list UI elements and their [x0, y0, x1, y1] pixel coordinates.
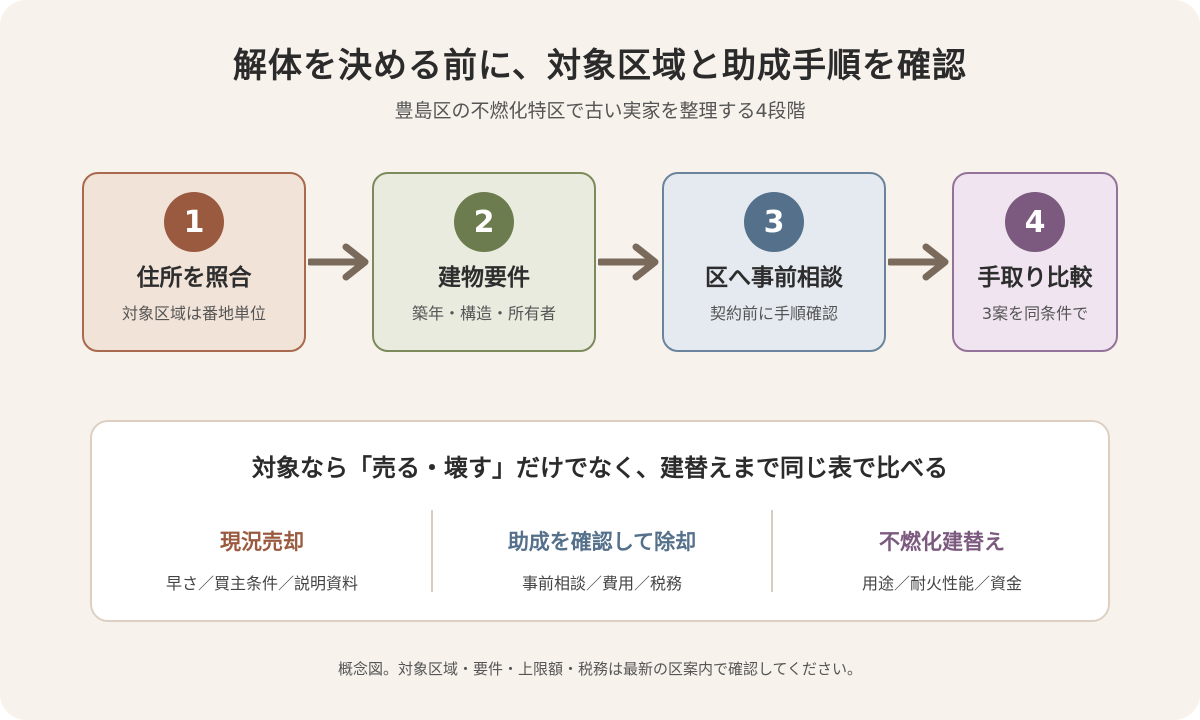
step-title-1: 住所を照合 — [136, 265, 252, 291]
step-subtitle-2: 築年・構造・所有者 — [411, 304, 556, 323]
step-card-4: 4 手取り比較 3案を同条件で — [952, 172, 1118, 352]
step-card-3: 3 区へ事前相談 契約前に手順確認 — [662, 172, 886, 352]
step-number-1: 1 — [164, 192, 224, 252]
option-demolish-with-subsidy: 助成を確認して除却 事前相談／費用／税務 — [432, 526, 772, 594]
column-divider — [771, 510, 773, 592]
arrow-right-icon — [598, 243, 659, 281]
step-number-2: 2 — [454, 192, 514, 252]
step-title-4: 手取り比較 — [977, 265, 1093, 291]
option-detail: 事前相談／費用／税務 — [521, 574, 682, 593]
page-subtitle: 豊島区の不燃化特区で古い実家を整理する4段階 — [394, 100, 806, 122]
step-title-3: 区へ事前相談 — [705, 265, 843, 291]
option-detail: 早さ／買主条件／説明資料 — [165, 574, 358, 593]
option-sell-as-is: 現況売却 早さ／買主条件／説明資料 — [92, 526, 432, 594]
arrow-right-icon — [308, 243, 369, 281]
option-title: 助成を確認して除却 — [507, 530, 697, 554]
panel-title: 対象なら「売る・壊す」だけでなく、建替えまで同じ表で比べる — [252, 454, 948, 482]
comparison-panel: 対象なら「売る・壊す」だけでなく、建替えまで同じ表で比べる 現況売却 早さ／買主… — [90, 420, 1110, 622]
option-detail: 用途／耐火性能／資金 — [861, 574, 1022, 593]
page-title: 解体を決める前に、対象区域と助成手順を確認 — [233, 46, 967, 86]
step-subtitle-4: 3案を同条件で — [981, 304, 1089, 323]
step-card-1: 1 住所を照合 対象区域は番地単位 — [82, 172, 306, 352]
step-number-4: 4 — [1005, 192, 1065, 252]
option-title: 不燃化建替え — [879, 530, 1005, 554]
step-subtitle-3: 契約前に手順確認 — [709, 304, 838, 323]
step-title-2: 建物要件 — [438, 265, 530, 291]
footnote: 概念図。対象区域・要件・上限額・税務は最新の区案内で確認してください。 — [337, 660, 863, 678]
arrow-right-icon — [888, 243, 949, 281]
option-fireproof-rebuild: 不燃化建替え 用途／耐火性能／資金 — [772, 526, 1112, 594]
step-number-3: 3 — [744, 192, 804, 252]
option-title: 現況売却 — [220, 530, 304, 554]
column-divider — [431, 510, 433, 592]
step-card-2: 2 建物要件 築年・構造・所有者 — [372, 172, 596, 352]
step-subtitle-1: 対象区域は番地単位 — [121, 304, 266, 323]
